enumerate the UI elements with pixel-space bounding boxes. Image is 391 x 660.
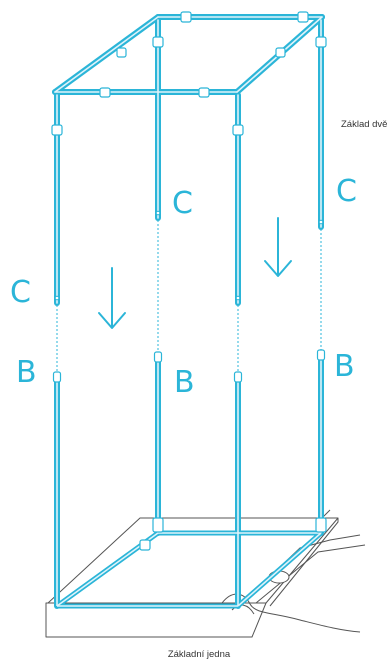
alignment-guides xyxy=(56,220,322,372)
label-c-back-left: C xyxy=(172,186,193,221)
part-labels: C C C B B B xyxy=(10,174,357,400)
base-plate xyxy=(45,517,339,638)
upper-frame xyxy=(52,14,325,306)
b-pin-heads xyxy=(52,349,326,383)
note-base-two: Základ dvě xyxy=(341,119,387,130)
label-c-front-left: C xyxy=(10,275,31,310)
c-end-holes xyxy=(54,210,324,301)
label-b-back-right: B xyxy=(334,349,355,384)
label-b-back-left: B xyxy=(174,365,195,400)
note-base-one: Základní jedna xyxy=(168,649,231,660)
upper-frame-joints xyxy=(51,11,327,136)
upper-frame-highlight xyxy=(54,16,323,304)
bottom-joints xyxy=(139,517,327,551)
label-b-front-left: B xyxy=(16,355,37,390)
down-arrow-right xyxy=(264,217,292,277)
label-c-back-right: C xyxy=(336,174,357,209)
down-arrow-left xyxy=(98,267,126,329)
down-arrows xyxy=(98,217,292,329)
